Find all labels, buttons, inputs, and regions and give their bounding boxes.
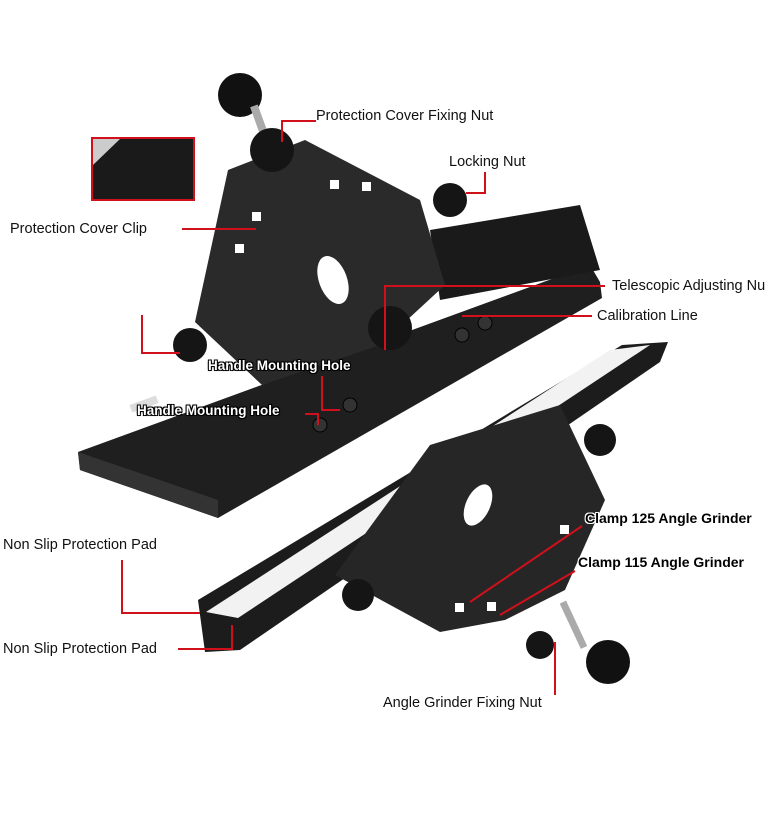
leader-line bbox=[466, 172, 486, 194]
leader-lines bbox=[121, 120, 605, 695]
label-clamp-115: Clamp 115 Angle Grinder bbox=[578, 554, 744, 570]
grinder-fixing-nut bbox=[526, 631, 554, 659]
plate-slot bbox=[317, 256, 349, 304]
label-locking-nut: Locking Nut bbox=[449, 154, 526, 170]
label-angle-grinder-fixing-nut: Angle Grinder Fixing Nut bbox=[383, 695, 542, 711]
leader-line bbox=[281, 120, 316, 142]
plate-slot bbox=[463, 484, 493, 526]
leader-line bbox=[499, 570, 576, 616]
label-handle-mounting-hole: Handle Mounting Hole bbox=[208, 358, 351, 373]
fixing-nut-screw bbox=[250, 104, 268, 136]
fixing-nut-knob bbox=[218, 73, 262, 117]
leader-line bbox=[305, 413, 319, 425]
upper-rail-back bbox=[430, 205, 600, 300]
mount-hole bbox=[477, 315, 493, 331]
label-handle-mounting-hole: Handle Mounting Hole bbox=[137, 403, 280, 418]
leader-line bbox=[384, 285, 605, 350]
locking-nut-knob bbox=[433, 183, 467, 217]
clip-hole bbox=[235, 244, 244, 253]
grinder-fixing-knob bbox=[586, 640, 630, 684]
label-non-slip-pad: Non Slip Protection Pad bbox=[3, 537, 157, 553]
lower-knob bbox=[342, 579, 374, 611]
upper-base-rail bbox=[78, 265, 602, 518]
lower-knob bbox=[584, 424, 616, 456]
label-protection-cover-clip: Protection Cover Clip bbox=[10, 221, 147, 237]
clip-hole bbox=[362, 182, 371, 191]
clip-hole bbox=[252, 212, 261, 221]
fixing-nut-knob bbox=[250, 128, 294, 172]
leader-line bbox=[321, 376, 340, 411]
clamp-hole bbox=[560, 525, 569, 534]
clip-hole bbox=[330, 180, 339, 189]
inset-highlight bbox=[93, 139, 120, 165]
clamp-hole bbox=[487, 602, 496, 611]
mount-hole bbox=[342, 397, 358, 413]
label-clamp-125: Clamp 125 Angle Grinder bbox=[585, 510, 752, 526]
leader-line bbox=[469, 525, 583, 603]
leader-line bbox=[141, 315, 180, 354]
mount-hole bbox=[454, 327, 470, 343]
side-knob bbox=[173, 328, 207, 362]
rail-slot bbox=[129, 395, 159, 413]
leader-line bbox=[121, 560, 200, 614]
grinder-screw bbox=[559, 600, 588, 649]
mount-hole bbox=[312, 417, 328, 433]
label-calibration-line: Calibration Line bbox=[597, 308, 698, 324]
label-telescopic-adjusting-nut: Telescopic Adjusting Nu bbox=[612, 278, 766, 294]
label-non-slip-pad: Non Slip Protection Pad bbox=[3, 641, 157, 657]
upper-rail-edge bbox=[78, 452, 218, 518]
label-protection-cover-fixing-nut: Protection Cover Fixing Nut bbox=[316, 108, 494, 124]
leader-line bbox=[178, 625, 233, 650]
clamp-hole bbox=[455, 603, 464, 612]
telescopic-nut-knob bbox=[368, 306, 412, 350]
